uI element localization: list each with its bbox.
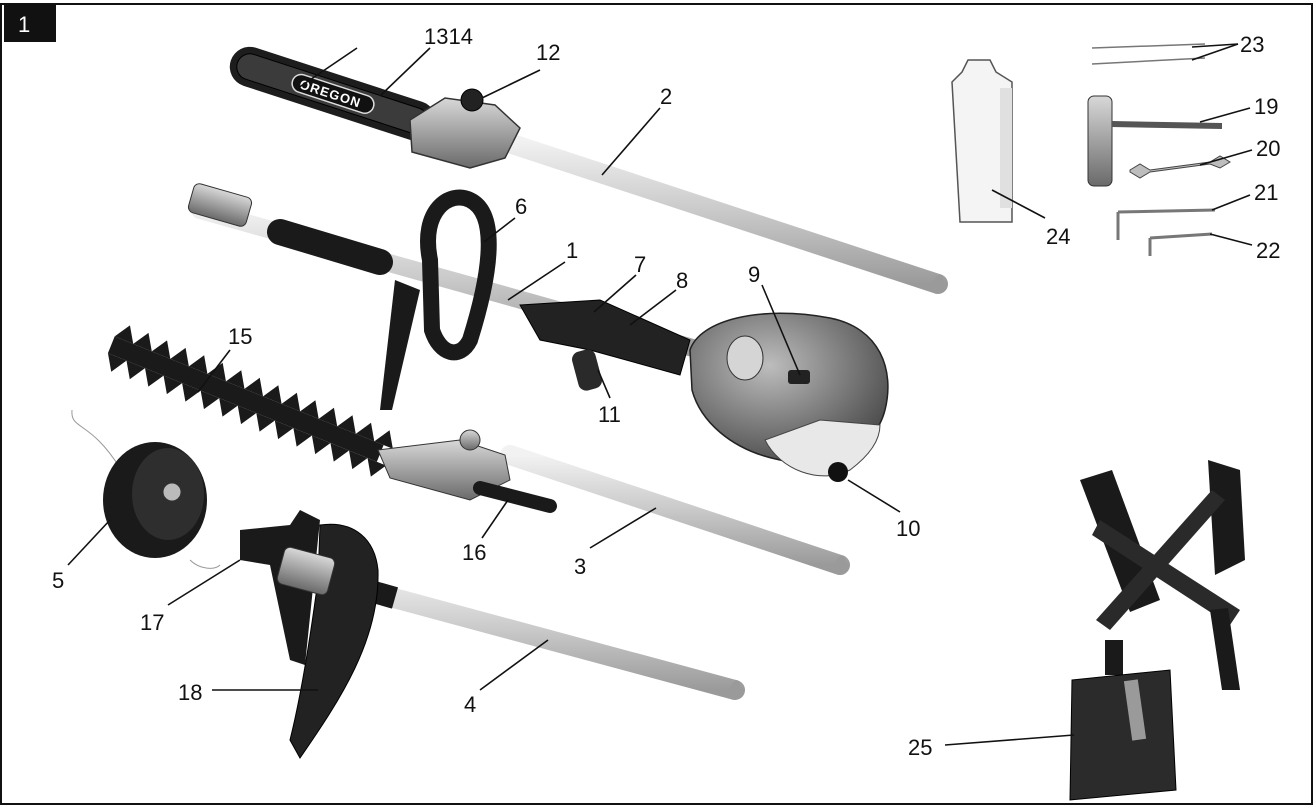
callout-23: 23: [1240, 32, 1264, 57]
accessories: [951, 43, 1231, 256]
figure-number: 1: [18, 12, 30, 37]
frame-border: [0, 3, 1313, 805]
start-switch: [788, 370, 810, 384]
callout-5: 5: [52, 568, 64, 593]
callout-16: 16: [462, 540, 486, 565]
angle-lever: [473, 481, 557, 513]
oil-bottle: [951, 59, 1013, 223]
angle-adjust-knob: [459, 429, 481, 451]
callout-2: 2: [660, 84, 672, 109]
brush-cutter: [240, 510, 745, 759]
callout-19: 19: [1254, 94, 1278, 119]
pole-saw: OREGON: [229, 46, 948, 294]
harness-strap-right: [1208, 460, 1245, 575]
open-wrench: [1129, 155, 1231, 179]
callout-4: 4: [464, 692, 476, 717]
harness-cross-strap-a: [1092, 520, 1240, 625]
drive-unit: [187, 183, 889, 482]
blade-guard: [289, 523, 379, 759]
handle-guard: [380, 280, 420, 410]
pole-saw-shaft: [490, 130, 948, 294]
callout-11: 11: [598, 402, 621, 427]
throttle-trigger: [572, 349, 602, 391]
callout-7: 7: [634, 252, 646, 277]
shoulder-harness: [1069, 460, 1245, 801]
chainsaw-bar: OREGON: [229, 46, 437, 141]
engine-cover-vent: [726, 335, 764, 381]
saw-gear-head: [409, 97, 521, 169]
callout-10: 10: [896, 516, 920, 541]
harness-hook: [1123, 679, 1147, 741]
hedge-blade: [107, 325, 393, 477]
harness-cross-strap-b: [1096, 490, 1225, 630]
callout-18: 18: [178, 680, 202, 705]
brush-gear-head: [276, 546, 336, 596]
spool-bolt: [162, 482, 182, 502]
hex-key-small: [1148, 232, 1213, 256]
leader-lines: [67, 43, 1253, 746]
fuel-cap: [828, 462, 848, 482]
callout-21: 21: [1254, 180, 1278, 205]
callout-1314: 1314: [424, 24, 473, 49]
shaft-coupling: [187, 183, 253, 227]
cutting-blade: [240, 510, 320, 665]
callout-20: 20: [1256, 136, 1280, 161]
callout-24: 24: [1046, 224, 1070, 249]
hedge-trimmer: [107, 325, 850, 575]
harness-side-strap: [1210, 608, 1240, 690]
figure-number-box: [4, 4, 56, 42]
callout-labels: 23 19 20 21 22 24 2 12 1314 6 1 7 8 9 11…: [52, 24, 1280, 760]
callout-6: 6: [515, 194, 527, 219]
callout-17: 17: [140, 610, 164, 635]
throttle-handle: [519, 299, 691, 376]
foam-grip: [267, 219, 393, 275]
trimmer-head: [71, 409, 221, 569]
hedge-trimmer-shaft: [500, 445, 850, 575]
callout-9: 9: [748, 262, 760, 287]
callout-1: 1: [566, 238, 578, 263]
callout-22: 22: [1256, 238, 1280, 263]
hip-pad: [1069, 669, 1177, 801]
wrench-bar: [1111, 121, 1223, 129]
callout-12: 12: [536, 40, 560, 65]
callout-25: 25: [908, 735, 932, 760]
fuel-tank: [764, 419, 881, 477]
callout-3: 3: [574, 554, 586, 579]
callout-15: 15: [228, 324, 252, 349]
chain-tension-knob: [460, 88, 484, 112]
spare-pin-2: [1091, 57, 1206, 65]
hex-key-large: [1116, 208, 1216, 240]
spare-pin-1: [1091, 43, 1206, 49]
spark-plug-wrench: [1087, 95, 1113, 187]
callout-8: 8: [676, 268, 688, 293]
oregon-logo: [291, 73, 375, 114]
